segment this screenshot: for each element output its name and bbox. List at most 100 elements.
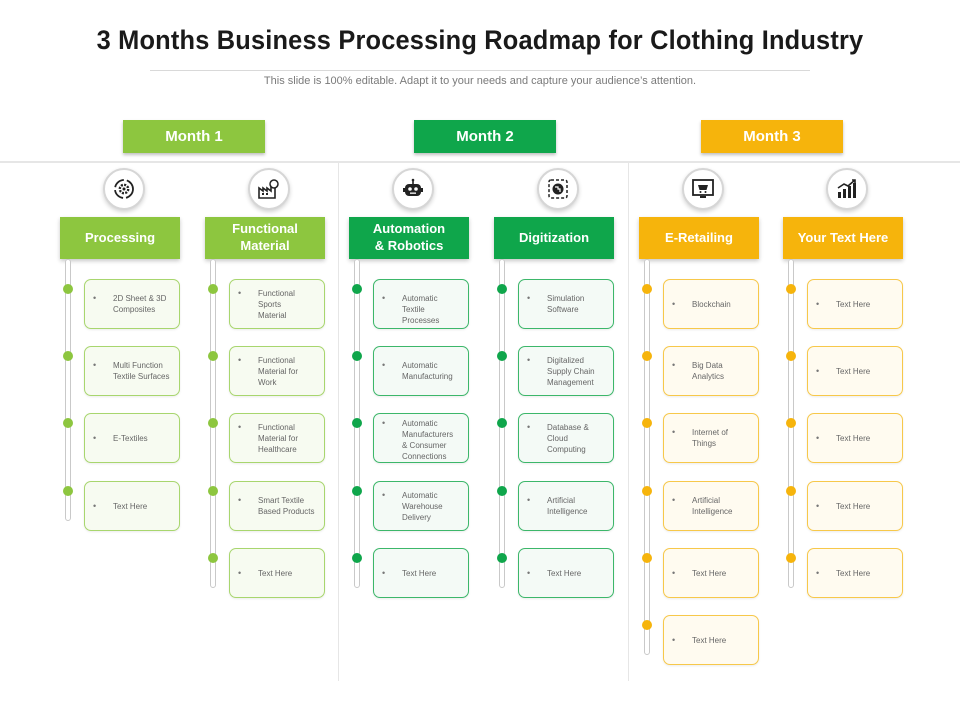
- roadmap-card: • Digitalized Supply Chain Management: [518, 346, 614, 396]
- roadmap-column: E-Retailing•Blockchain•Big Data Analytic…: [639, 166, 763, 686]
- roadmap-card: •Functional Material for Work: [229, 346, 325, 396]
- roadmap-card: •Multi Function Textile Surfaces: [84, 346, 180, 396]
- timeline-dot: [497, 351, 507, 361]
- timeline-dot: [352, 284, 362, 294]
- roadmap-card: •Automatic Warehouse Delivery: [373, 481, 469, 531]
- bullet-icon: •: [93, 293, 97, 303]
- card-text: Text Here: [836, 569, 871, 578]
- card-text: Text Here: [547, 569, 582, 578]
- card-text: Automatic Manufacturing: [402, 361, 453, 381]
- card-text: Text Here: [836, 434, 871, 443]
- bullet-icon: •: [238, 288, 242, 298]
- month-3-label: Month 3: [701, 120, 843, 153]
- roadmap-card: •Text Here: [373, 548, 469, 598]
- card-text: Text Here: [836, 300, 871, 309]
- shopping-cart-screen-icon: [682, 168, 724, 210]
- roadmap-card: •Automatic Textile Processes: [373, 279, 469, 329]
- bullet-icon: •: [527, 568, 531, 578]
- card-text: Digitalized Supply Chain Management: [547, 356, 595, 387]
- bullet-icon: •: [238, 495, 242, 505]
- card-text: Internet of Things: [692, 428, 729, 448]
- timeline-dot: [497, 284, 507, 294]
- column-header: E-Retailing: [639, 217, 759, 259]
- bullet-icon: •: [672, 495, 676, 505]
- timeline-dot: [63, 418, 73, 428]
- timeline-dot: [352, 418, 362, 428]
- bullet-icon: •: [527, 355, 531, 365]
- timeline-dot: [208, 284, 218, 294]
- timeline-dot: [63, 284, 73, 294]
- bar-chart-growth-icon: [826, 168, 868, 210]
- roadmap-card: • E-Textiles: [84, 413, 180, 463]
- roadmap-column: Processing•2D Sheet & 3D Composites•Mult…: [60, 166, 184, 686]
- timeline-dot: [642, 486, 652, 496]
- bullet-icon: •: [672, 360, 676, 370]
- card-text: Functional Material for Work: [258, 356, 299, 387]
- card-text: E-Textiles: [113, 434, 148, 443]
- roadmap-card: •Text Here: [663, 548, 759, 598]
- card-text: Text Here: [692, 636, 727, 645]
- timeline-dot: [642, 553, 652, 563]
- card-text: Text Here: [692, 569, 727, 578]
- bullet-icon: •: [816, 568, 820, 578]
- title-divider: [150, 70, 810, 71]
- bullet-icon: •: [382, 360, 386, 370]
- card-text: Text Here: [258, 569, 293, 578]
- roadmap-card: •Text Here: [807, 346, 903, 396]
- timeline-dot: [352, 553, 362, 563]
- roadmap-card: •Functional Sports Material: [229, 279, 325, 329]
- month-2-label: Month 2: [414, 120, 556, 153]
- roadmap-card: •Automatic Manufacturers & Consumer Conn…: [373, 413, 469, 463]
- bullet-icon: •: [238, 568, 242, 578]
- card-text: Text Here: [836, 367, 871, 376]
- gear-cycle-icon: [103, 168, 145, 210]
- timeline-dot: [786, 553, 796, 563]
- column-header: Functional Material: [205, 217, 325, 259]
- timeline-dot: [208, 553, 218, 563]
- bullet-icon: •: [672, 635, 676, 645]
- roadmap-card: •Simulation Software: [518, 279, 614, 329]
- timeline-dot: [642, 351, 652, 361]
- bullet-icon: •: [238, 422, 242, 432]
- card-text: Text Here: [402, 569, 437, 578]
- column-header: Your Text Here: [783, 217, 903, 259]
- bullet-icon: •: [527, 293, 531, 303]
- roadmap-card: •Functional Material for Healthcare: [229, 413, 325, 463]
- robot-icon: [392, 168, 434, 210]
- timeline-dot: [352, 486, 362, 496]
- roadmap-column: Automation & Robotics•Automatic Textile …: [349, 166, 473, 686]
- month-separator: [628, 161, 629, 681]
- roadmap-card: •Text Here: [807, 481, 903, 531]
- timeline-dot: [642, 418, 652, 428]
- timeline-dot: [63, 351, 73, 361]
- card-text: Text Here: [113, 502, 148, 511]
- roadmap-card: •2D Sheet & 3D Composites: [84, 279, 180, 329]
- bullet-icon: •: [382, 418, 386, 428]
- bullet-icon: •: [93, 501, 97, 511]
- timeline-dot: [786, 486, 796, 496]
- card-text: Artificial Intelligence: [547, 496, 588, 516]
- digital-globe-icon: [537, 168, 579, 210]
- timeline-dot: [642, 620, 652, 630]
- roadmap-column: Functional Material •Functional Sports Ma…: [205, 166, 329, 686]
- roadmap-card: • Text Here: [84, 481, 180, 531]
- roadmap-card: • Artificial Intelligence: [663, 481, 759, 531]
- timeline-dot: [208, 486, 218, 496]
- timeline-dot: [63, 486, 73, 496]
- timeline-dot: [786, 418, 796, 428]
- roadmap-card: • Internet of Things: [663, 413, 759, 463]
- bullet-icon: •: [672, 299, 676, 309]
- roadmap-card: •Database & Cloud Computing: [518, 413, 614, 463]
- timeline-track: [644, 259, 650, 655]
- card-text: Artificial Intelligence: [692, 496, 733, 516]
- timeline-dot: [642, 284, 652, 294]
- timeline-track: [65, 259, 71, 521]
- bullet-icon: •: [672, 427, 676, 437]
- timeline-dot: [497, 486, 507, 496]
- timeline-dot: [208, 351, 218, 361]
- bullet-icon: •: [93, 433, 97, 443]
- bullet-icon: •: [382, 490, 386, 500]
- card-text: Blockchain: [692, 300, 731, 309]
- card-text: Smart Textile Based Products: [258, 496, 315, 516]
- roadmap-card: •Text Here: [807, 279, 903, 329]
